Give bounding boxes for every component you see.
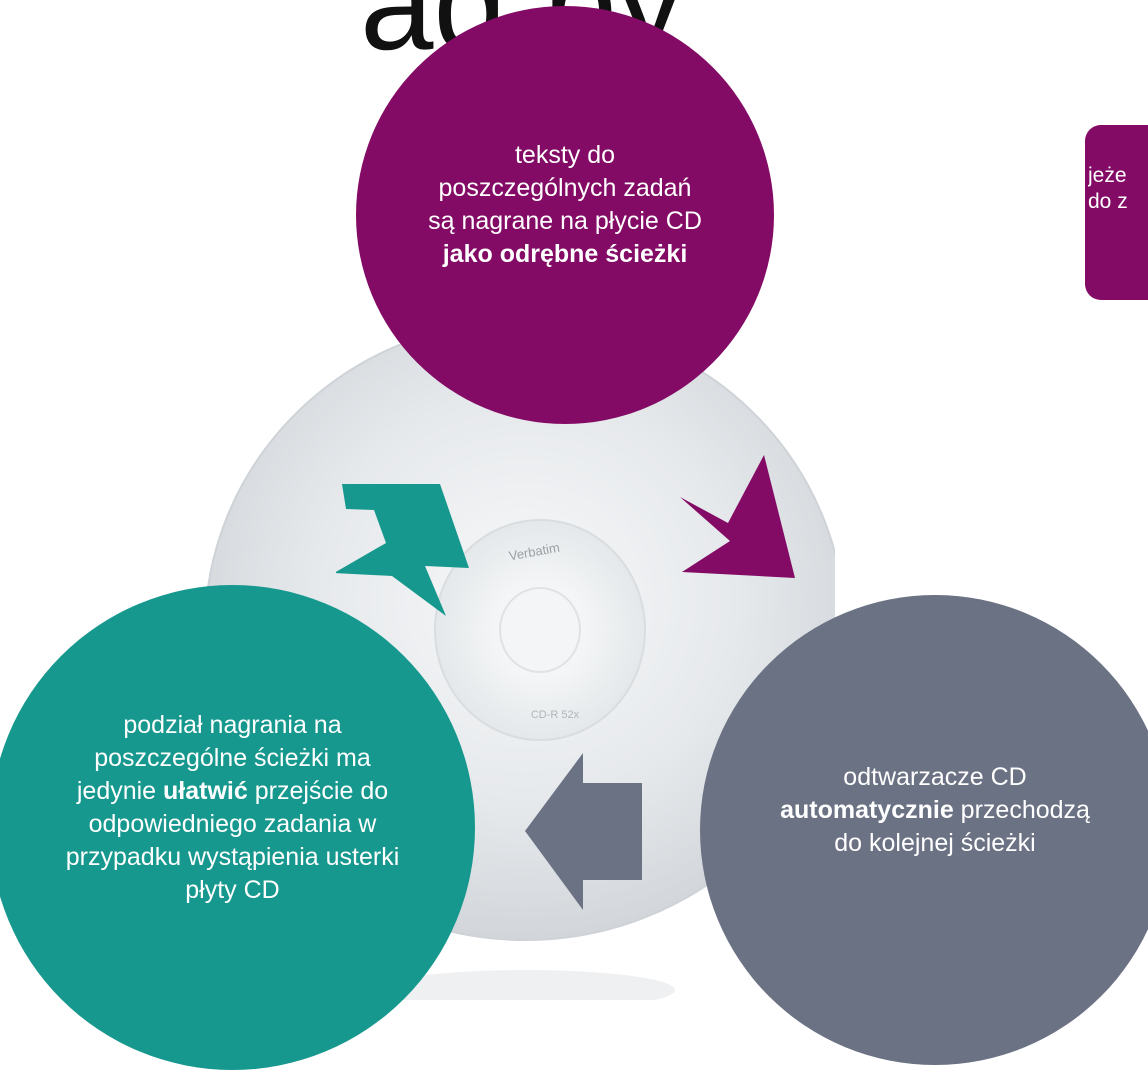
cycle-node-left: podział nagrania na poszczególne ścieżki… — [0, 585, 475, 1070]
side-callout-box — [1085, 125, 1148, 300]
arrow-top-to-right — [680, 455, 795, 578]
disc-reflection — [375, 970, 675, 1000]
arrow-right-to-left — [525, 753, 642, 910]
cycle-node-top: teksty do poszczególnych zadań są nagran… — [356, 6, 774, 424]
cycle-node-right-text: odtwarzacze CD automatycznie przechodzą … — [780, 762, 1090, 857]
cycle-node-left-text: podział nagrania na poszczególne ścieżki… — [65, 710, 400, 904]
cycle-node-top-text: teksty do poszczególnych zadań są nagran… — [428, 141, 702, 268]
cycle-node-right: odtwarzacze CD automatycznie przechodzą … — [700, 595, 1148, 1065]
disc-label: CD-R 52x — [531, 709, 580, 721]
disc-hole — [499, 587, 581, 673]
arrow-left-to-top — [336, 484, 469, 616]
side-callout-text: jeże do z — [1088, 164, 1128, 214]
